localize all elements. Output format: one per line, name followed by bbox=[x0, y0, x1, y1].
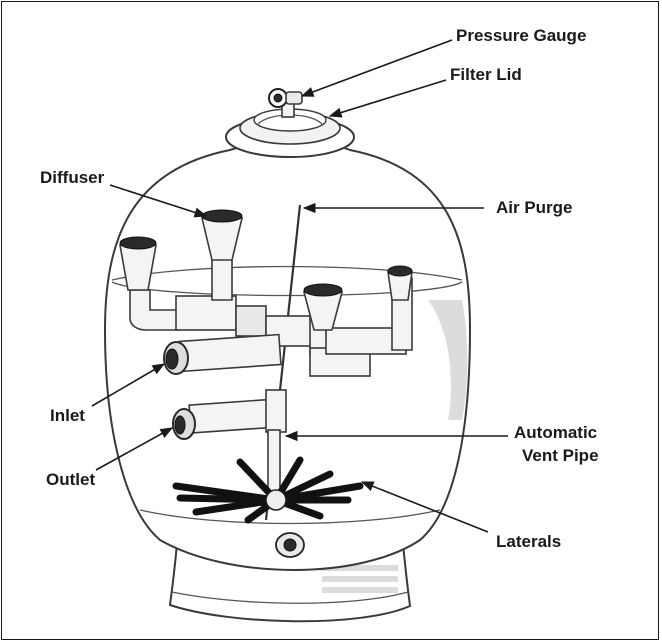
outlet-pipe bbox=[172, 389, 287, 503]
inlet-pipe bbox=[163, 333, 282, 375]
label-automatic-vent-pipe-line1: Automatic bbox=[514, 423, 597, 442]
pressure-gauge-graphic bbox=[268, 88, 303, 118]
lateral-hub bbox=[265, 489, 287, 511]
label-air-purge: Air Purge bbox=[496, 198, 573, 217]
label-laterals: Laterals bbox=[496, 532, 561, 551]
label-pressure-gauge: Pressure Gauge bbox=[456, 26, 586, 45]
label-automatic-vent-pipe-line2: Vent Pipe bbox=[522, 446, 599, 465]
label-filter-lid: Filter Lid bbox=[450, 65, 522, 84]
diffuser-heads bbox=[119, 209, 413, 331]
label-diffuser: Diffuser bbox=[40, 168, 105, 187]
pressure-gauge-leader bbox=[300, 39, 453, 97]
label-inlet: Inlet bbox=[50, 406, 85, 425]
drain-valve-graphic bbox=[275, 532, 305, 558]
filter-lid-graphic bbox=[225, 108, 355, 158]
label-outlet: Outlet bbox=[46, 470, 95, 489]
filter-lid-leader bbox=[328, 79, 447, 118]
outlet-leader bbox=[95, 427, 174, 471]
filter-tank bbox=[103, 140, 472, 571]
laterals-leader bbox=[360, 481, 489, 533]
inlet-leader bbox=[91, 363, 166, 407]
diffuser-leader bbox=[109, 184, 208, 218]
